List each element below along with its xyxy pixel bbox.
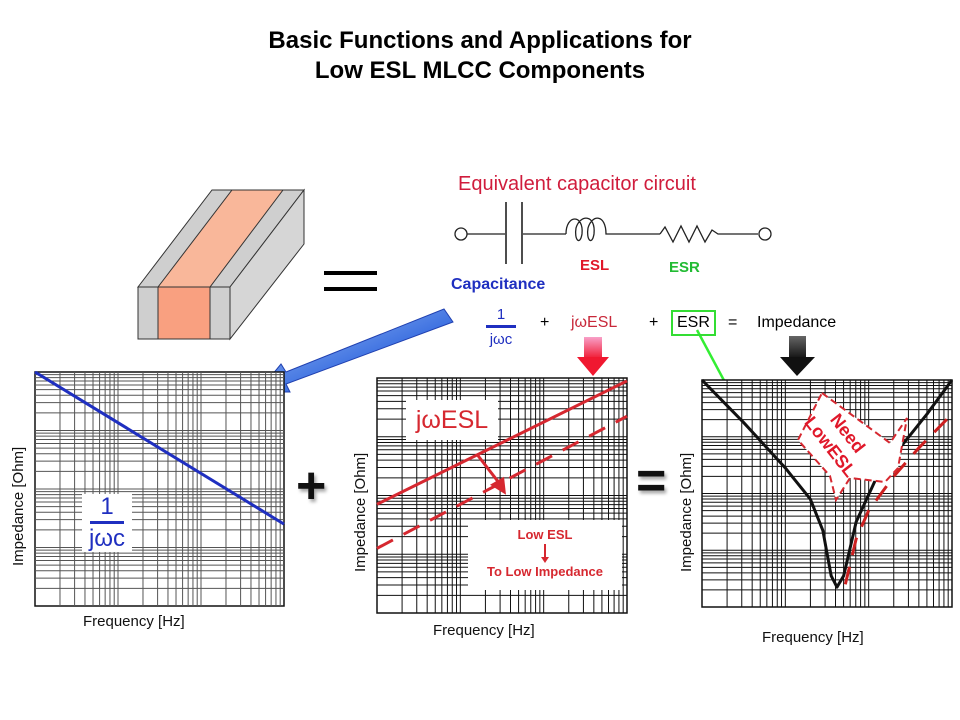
circuit-title: Equivalent capacitor circuit bbox=[458, 173, 696, 195]
series-line-low-esl bbox=[376, 414, 628, 550]
plus-sign: + bbox=[540, 314, 550, 331]
series-line-j-esl bbox=[376, 379, 628, 506]
y-axis-label: Impedance [Ohm] bbox=[678, 452, 695, 572]
down-arrow-icon bbox=[468, 542, 622, 564]
esr-term: ESR bbox=[671, 310, 716, 336]
annotation-numerator: 1 bbox=[100, 493, 114, 520]
fraction-bar bbox=[486, 325, 516, 328]
esl-label: ESL bbox=[580, 257, 610, 274]
equals-sign: = bbox=[728, 314, 738, 331]
need-low-esl-callout bbox=[796, 391, 908, 503]
equivalent-circuit bbox=[454, 202, 772, 264]
equals-icon bbox=[324, 271, 377, 291]
capacitance-annotation: 1 jωc bbox=[82, 494, 132, 552]
x-axis-label: Frequency [Hz] bbox=[433, 622, 535, 639]
low-esl-note: Low ESL To Low Impedance bbox=[468, 520, 622, 590]
plus-operator-icon: + bbox=[296, 457, 327, 515]
plus-sign: + bbox=[649, 314, 659, 331]
esl-annotation: jωESL bbox=[406, 400, 498, 440]
capacitance-chart bbox=[34, 371, 285, 607]
capacitance-term: 1 jωc bbox=[486, 306, 516, 348]
title-line-1: Basic Functions and Applications for bbox=[268, 27, 692, 54]
equals-operator-icon: = bbox=[636, 452, 667, 510]
y-axis-label: Impedance [Ohm] bbox=[352, 452, 369, 572]
fraction-bar bbox=[90, 521, 124, 524]
x-axis-label: Frequency [Hz] bbox=[762, 629, 864, 646]
series-line-1-j-c bbox=[34, 371, 285, 526]
page-title: Basic Functions and Applications for Low… bbox=[0, 26, 960, 86]
x-axis-label: Frequency [Hz] bbox=[83, 613, 185, 630]
esr-label: ESR bbox=[669, 259, 700, 276]
capacitance-denominator: jωc bbox=[489, 331, 513, 348]
esl-term: jωESL bbox=[571, 314, 618, 331]
annotation-denominator: jωc bbox=[88, 525, 126, 552]
pink-arrow-icon bbox=[577, 337, 609, 376]
y-axis-label: Impedance [Ohm] bbox=[10, 446, 27, 566]
dark-arrow-icon bbox=[780, 336, 815, 376]
title-line-2: Low ESL MLCC Components bbox=[314, 57, 646, 84]
mlcc-chip-icon bbox=[136, 188, 306, 341]
capacitance-numerator: 1 bbox=[496, 306, 506, 323]
series-line-low-esl-impedance bbox=[843, 413, 953, 585]
note-line-2: To Low Impedance bbox=[486, 564, 604, 579]
impedance-term: Impedance bbox=[757, 314, 837, 331]
note-line-1: Low ESL bbox=[517, 527, 573, 542]
capacitance-label: Capacitance bbox=[451, 276, 546, 293]
shift-arrow-head-icon bbox=[490, 476, 506, 495]
